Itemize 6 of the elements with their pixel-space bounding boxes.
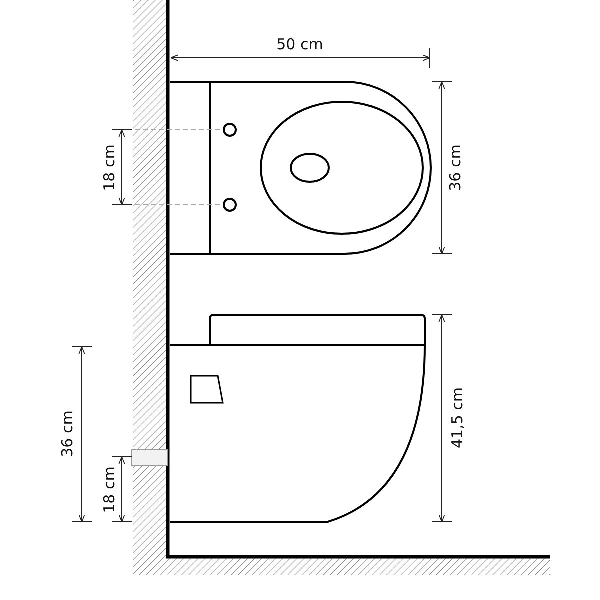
dimension-label: 36 cm (448, 144, 464, 192)
dimension-label: 18 cm (102, 144, 118, 192)
dimension-label: 36 cm (60, 410, 76, 458)
dimension-label: 41,5 cm (450, 387, 466, 449)
dimension-label: 50 cm (276, 38, 324, 52)
dimension-label: 18 cm (102, 466, 118, 514)
